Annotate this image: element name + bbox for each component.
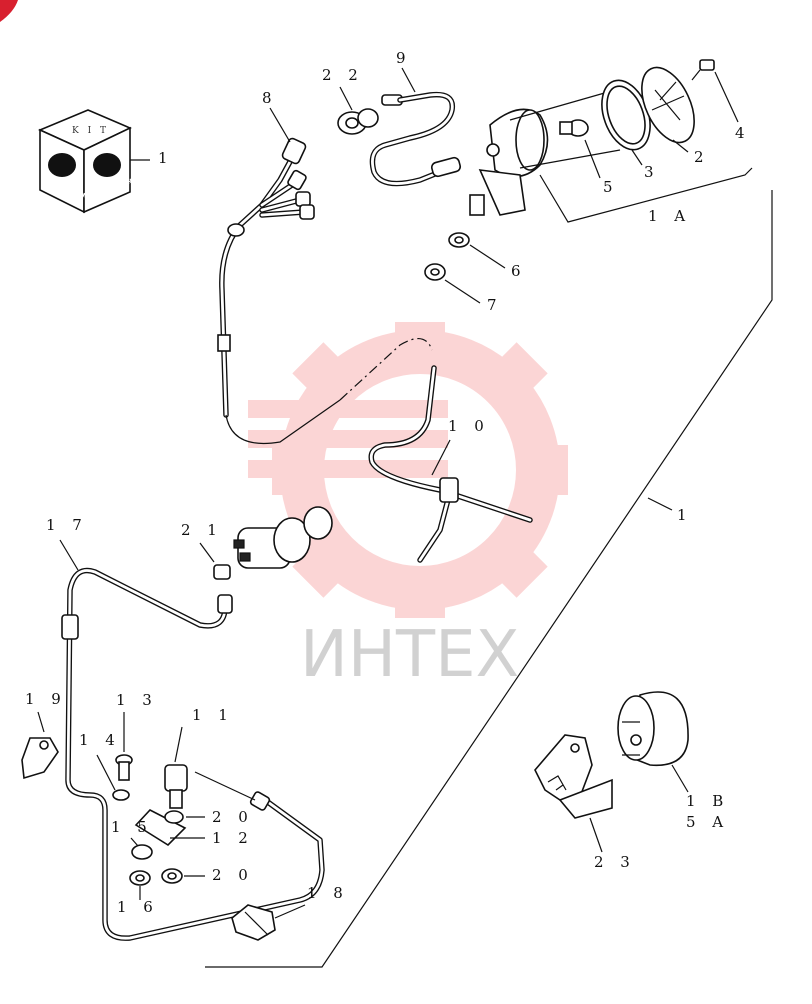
callout-c19: 1 9 [25, 690, 67, 708]
wiring-harness-17 [59, 539, 325, 941]
callout-c8: 8 [262, 89, 278, 107]
new-holland-logo-right [93, 153, 121, 177]
callout-c1-kit: 1 [158, 149, 174, 167]
wiring-harness-10 [368, 365, 533, 563]
callout-c1-main: 1 [677, 506, 693, 524]
screw-4 [691, 59, 739, 123]
callout-c16: 1 6 [117, 898, 159, 916]
callout-c15: 1 5 [111, 818, 153, 836]
washer-15 [130, 837, 153, 860]
callout-c5a: 5 A [686, 813, 729, 831]
lens-2 [641, 66, 695, 153]
callout-labels: 1 8 2 2 9 4 2 3 5 1 A 67 1 0 1 1 7 2 1 1 9 1 3 1 1 1 4 1 5… [25, 49, 751, 916]
clamp-18 [231, 904, 306, 941]
callout-c20a: 2 0 [212, 808, 254, 826]
callout-c6: 6 [511, 262, 527, 280]
grommet-22 [337, 86, 379, 135]
callout-c10: 1 0 [448, 417, 490, 435]
callout-c18: 1 8 [307, 884, 349, 902]
ring-3 [601, 79, 651, 166]
callout-c3: 3 [644, 163, 660, 181]
lamp-body-1b [617, 691, 689, 793]
callout-c20b: 2 0 [212, 866, 254, 884]
switch-21 [199, 506, 333, 580]
callout-c12: 1 2 [212, 829, 254, 847]
kit-box: K I T NEW HOLLAND NEW HOLLAND [37, 109, 150, 214]
connector-11 [164, 726, 188, 809]
callout-c4: 4 [735, 124, 751, 142]
callout-c13: 1 3 [116, 691, 158, 709]
washer-6 [448, 232, 506, 269]
washer-20-upper [164, 810, 205, 824]
clip-19 [21, 711, 59, 780]
bolt-13 [115, 712, 133, 781]
washer-20-lower [161, 868, 205, 884]
wiring-harness-8 [217, 107, 433, 445]
cable-9 [369, 67, 462, 187]
nut-7 [424, 263, 481, 304]
callout-c22: 2 2 [322, 66, 364, 84]
bracket-23 [534, 734, 613, 853]
bulb-5 [559, 119, 601, 179]
callout-c5: 5 [603, 178, 619, 196]
kit-label: K I T [72, 126, 109, 136]
callout-c7: 7 [487, 296, 503, 314]
new-holland-logo-left [48, 153, 76, 177]
watermark-gear-logo [248, 322, 568, 618]
kit-1-bracket [205, 190, 773, 968]
callout-c17: 1 7 [46, 516, 88, 534]
callout-c1a: 1 A [648, 207, 691, 225]
callout-c14: 1 4 [79, 731, 121, 749]
callout-c9: 9 [396, 49, 412, 67]
callout-c21: 2 1 [181, 521, 223, 539]
callout-c11: 1 1 [192, 706, 234, 724]
callout-c23: 2 3 [594, 853, 636, 871]
washer-14 [96, 754, 130, 801]
washer-16 [129, 870, 151, 900]
work-lamp-1a [469, 89, 621, 216]
watermark-text: ИНТЕХ [300, 618, 519, 692]
bracket-12 [134, 809, 205, 847]
callout-c1b: 1 B [686, 792, 729, 810]
callout-c2: 2 [694, 148, 710, 166]
group-1a-bracket [539, 167, 753, 223]
corner-badge [0, 0, 18, 22]
